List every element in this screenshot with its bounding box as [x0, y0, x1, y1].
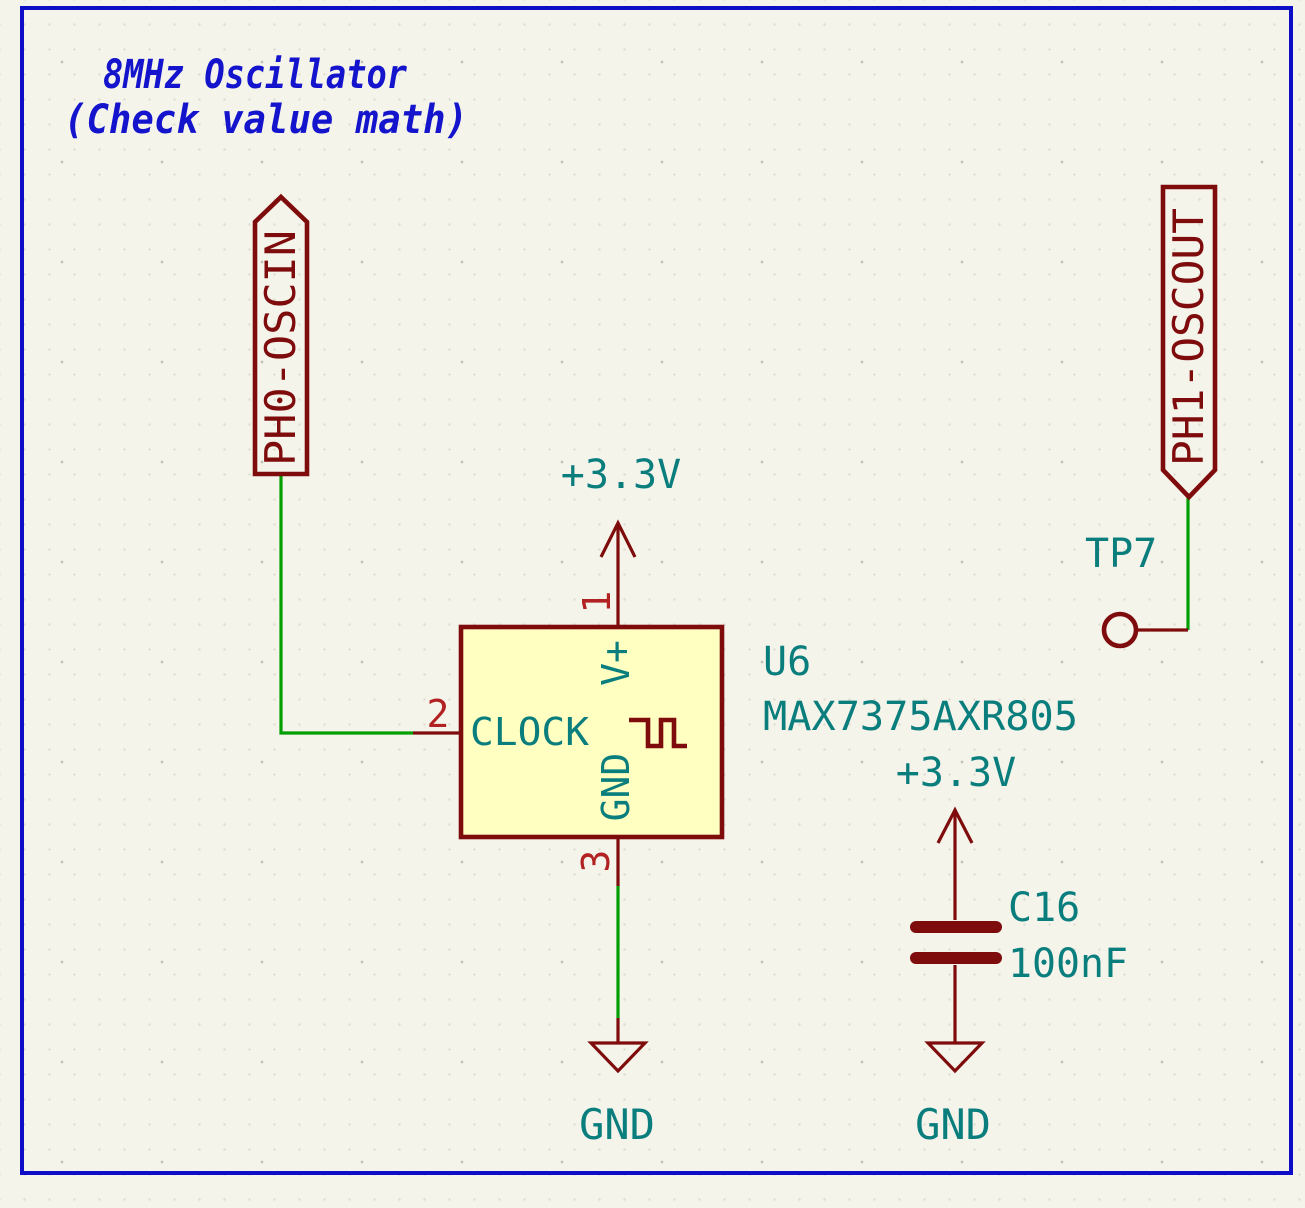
u6-body[interactable] [458, 624, 725, 840]
c16-symbol[interactable]: +3.3V GND C16 100nF [896, 750, 1128, 1149]
power-vcc-cap-label[interactable]: +3.3V [896, 750, 1016, 796]
wire-ph0-to-clock[interactable] [279, 474, 413, 735]
c16-value[interactable]: 100nF [1008, 941, 1128, 987]
title-note-line1[interactable]: 8MHz Oscillator [103, 52, 407, 98]
u6-reference[interactable]: U6 [763, 639, 811, 685]
u6-pin3-name: GND [594, 753, 638, 822]
power-arrow-icon[interactable] [936, 806, 974, 844]
power-vcc-u6-label[interactable]: +3.3V [561, 452, 681, 498]
gnd-cap-label: GND [915, 1100, 991, 1149]
testpoint-pad-icon[interactable] [1101, 611, 1139, 649]
u6-pin2-number: 2 [427, 692, 450, 736]
gnd-triangle-icon[interactable] [924, 1041, 986, 1074]
hier-label-ph1-text[interactable]: PH1-OSCOUT [1164, 208, 1213, 466]
tp7-reference[interactable]: TP7 [1085, 531, 1157, 577]
hier-label-ph1-oscout[interactable]: PH1-OSCOUT [1160, 184, 1218, 501]
clock-waveform-icon [629, 717, 687, 749]
u6-symbol[interactable]: 1 V+ 2 CLOCK 3 GND U6 MAX7375AXR805 [413, 519, 1078, 886]
gnd-u6-label: GND [579, 1100, 655, 1149]
u6-pin1-name: V+ [594, 640, 638, 686]
hier-label-shape-icon[interactable] [252, 193, 310, 477]
hier-label-ph0-oscin[interactable]: PH0-OSCIN [252, 193, 310, 477]
hier-label-shape-icon[interactable] [1160, 184, 1218, 501]
gnd-symbol-u6[interactable]: GND [579, 1018, 655, 1149]
sheet-border [20, 6, 1293, 1175]
u6-pin3-number: 3 [574, 850, 618, 873]
title-note-line2[interactable]: (Check value math) [64, 97, 468, 143]
c16-reference[interactable]: C16 [1008, 885, 1080, 931]
u6-value[interactable]: MAX7375AXR805 [763, 694, 1078, 740]
power-arrow-icon[interactable] [599, 519, 637, 558]
title-note[interactable]: 8MHz Oscillator (Check value math) [64, 52, 468, 143]
u6-pin2-name: CLOCK [470, 710, 589, 754]
hier-label-ph0-text[interactable]: PH0-OSCIN [256, 230, 305, 466]
u6-pin1-number: 1 [575, 591, 619, 614]
gnd-triangle-icon[interactable] [587, 1041, 649, 1074]
tp7-symbol[interactable]: TP7 [1085, 531, 1188, 649]
